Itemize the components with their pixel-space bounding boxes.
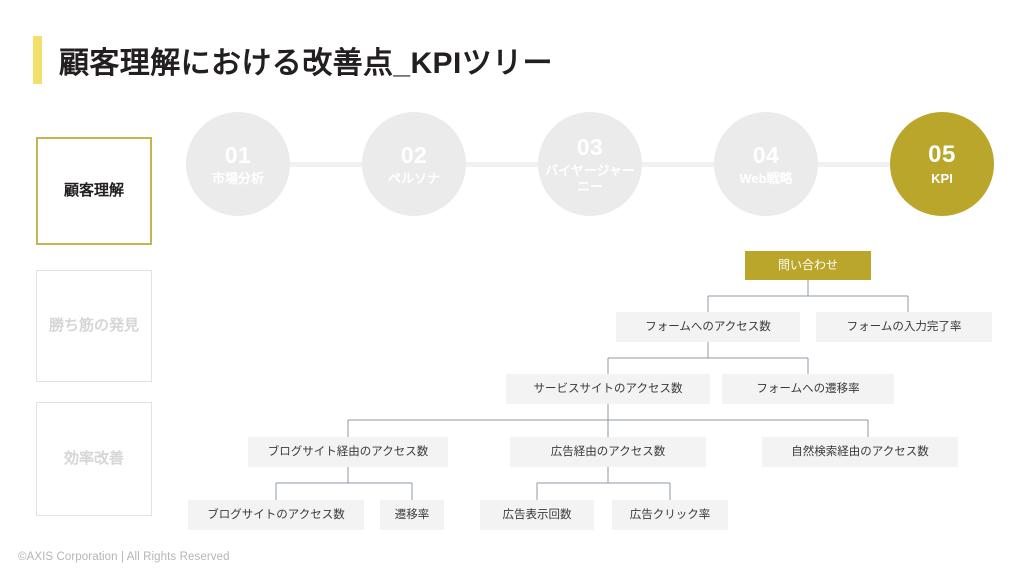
kpi-node-label: ブログサイト経由のアクセス数 [267, 445, 429, 458]
step-label: KPI [931, 171, 953, 187]
step-label: ペルソナ [387, 170, 440, 186]
step-circle-04[interactable]: 04 Web戦略 [714, 112, 818, 216]
kpi-node-blog-referral-access-count[interactable]: ブログサイト経由のアクセス数 [248, 437, 448, 467]
step-progress-bar: 01 市場分析 02 ペルソナ 03 バイヤージャーニー 04 Web戦略 05… [186, 112, 996, 216]
sidebar-item-winning-strategy[interactable]: 勝ち筋の発見 [36, 270, 152, 382]
title-area: 顧客理解における改善点_KPIツリー [33, 36, 553, 84]
kpi-node-label: 問い合わせ [777, 257, 838, 272]
kpi-node-label: 広告表示回数 [502, 508, 572, 521]
kpi-node-transition-rate[interactable]: 遷移率 [380, 500, 444, 530]
step-circle-01[interactable]: 01 市場分析 [186, 112, 290, 216]
kpi-node-label: フォームの入力完了率 [846, 320, 962, 333]
step-number: 02 [400, 141, 428, 168]
footer-copyright: ©AXIS Corporation | All Rights Reserved [18, 551, 230, 563]
sidebar-item-label: 顧客理解 [63, 181, 124, 199]
step-number: 01 [224, 141, 252, 168]
step-number: 05 [928, 141, 956, 169]
kpi-node-form-access-count[interactable]: フォームへのアクセス数 [616, 312, 800, 342]
kpi-node-form-completion-rate[interactable]: フォームの入力完了率 [816, 312, 992, 342]
kpi-node-ad-click-rate[interactable]: 広告クリック率 [612, 500, 728, 530]
kpi-node-root-inquiry[interactable]: 問い合わせ [745, 251, 871, 280]
kpi-node-label: フォームへの遷移率 [756, 382, 860, 395]
step-label: Web戦略 [739, 170, 793, 186]
title-accent-bar [33, 36, 42, 84]
sidebar-item-label: 効率改善 [63, 449, 124, 467]
kpi-node-organic-search-access-count[interactable]: 自然検索経由のアクセス数 [762, 437, 958, 467]
step-number: 03 [576, 134, 604, 161]
kpi-node-label: サービスサイトのアクセス数 [533, 382, 683, 395]
kpi-node-label: 広告クリック率 [629, 508, 711, 521]
page-title: 顧客理解における改善点_KPIツリー [59, 47, 553, 80]
step-number: 04 [752, 141, 780, 168]
kpi-node-label: フォームへのアクセス数 [645, 320, 771, 333]
kpi-node-form-transition-rate[interactable]: フォームへの遷移率 [722, 374, 894, 404]
kpi-node-service-site-access-count[interactable]: サービスサイトのアクセス数 [506, 374, 710, 404]
step-label: バイヤージャーニー [545, 163, 635, 194]
kpi-node-label: ブログサイトのアクセス数 [207, 508, 345, 521]
step-circle-02[interactable]: 02 ペルソナ [362, 112, 466, 216]
kpi-node-label: 遷移率 [394, 508, 430, 521]
sidebar-item-customer-understanding[interactable]: 顧客理解 [36, 137, 152, 245]
sidebar-item-efficiency-improvement[interactable]: 効率改善 [36, 402, 152, 516]
step-circle-05[interactable]: 05 KPI [890, 112, 994, 216]
kpi-node-label: 広告経由のアクセス数 [550, 445, 666, 458]
kpi-node-ad-referral-access-count[interactable]: 広告経由のアクセス数 [510, 437, 706, 467]
sidebar-item-label: 勝ち筋の発見 [48, 316, 139, 334]
kpi-node-label: 自然検索経由のアクセス数 [791, 445, 929, 458]
step-circle-03[interactable]: 03 バイヤージャーニー [538, 112, 642, 216]
kpi-node-ad-impressions[interactable]: 広告表示回数 [480, 500, 594, 530]
step-label: 市場分析 [211, 170, 264, 186]
kpi-node-blog-site-access-count[interactable]: ブログサイトのアクセス数 [188, 500, 364, 530]
